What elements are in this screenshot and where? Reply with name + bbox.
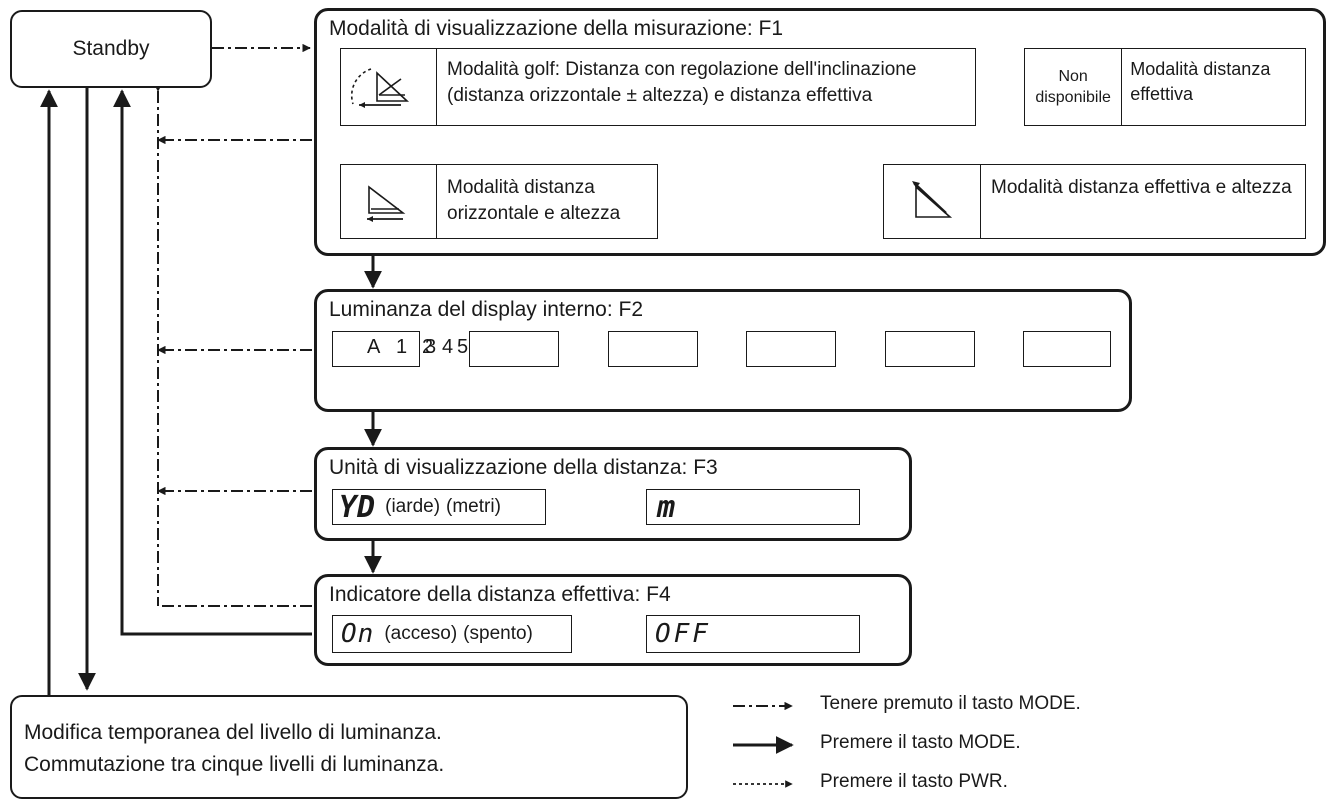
f2-level-box-3: 3: [425, 331, 836, 367]
actual-height-mode-box: Modalità distanza effettiva e altezza: [883, 164, 1306, 239]
legend-press-mode-label: Premere il tasto MODE.: [820, 732, 1021, 753]
f1-title: Modalità di visualizzazione della misura…: [329, 17, 784, 40]
f2-level-box-2: 2: [422, 331, 698, 367]
yard-symbol: YD: [339, 489, 376, 525]
unavailable-mode-box: Non disponibile Modalità distanza effett…: [1024, 48, 1306, 126]
f2-level-box-a: A: [332, 331, 420, 367]
off-symbol: OFF: [655, 619, 711, 649]
unavailable-badge: Non disponibile: [1025, 49, 1123, 125]
horizontal-height-mode-box: Modalità distanza orizzontale e altezza: [340, 164, 658, 239]
f3-title: Unità di visualizzazione della distanza:…: [329, 456, 718, 479]
f2-level-box-1: 1: [396, 331, 559, 367]
f2-level-box-5: 5: [457, 331, 1111, 367]
off-caption: (spento): [463, 623, 533, 644]
horizontal-distance-height-icon: [341, 165, 437, 238]
actual-distance-mode-text: Modalità distanza effettiva: [1130, 59, 1271, 104]
legend-press-pwr-label: Premere il tasto PWR.: [820, 771, 1008, 792]
f3-yard-box: YD (iarde) (metri): [332, 489, 546, 525]
meter-caption: (metri): [446, 496, 501, 517]
on-symbol: On: [341, 619, 375, 649]
f4-on-box: On (acceso) (spento): [332, 615, 572, 653]
brightness-temp-line2: Commutazione tra cinque livelli di lumin…: [24, 753, 445, 776]
legend-hold-mode: Tenere premuto il tasto MODE.: [820, 693, 1081, 715]
f4-off-box: OFF: [646, 615, 860, 653]
horizontal-height-mode-text: Modalità distanza orizzontale e altezza: [447, 177, 621, 224]
standby-box: Standby: [10, 10, 212, 88]
brightness-temp-line1: Modifica temporanea del livello di lumin…: [24, 721, 442, 744]
legend-hold-mode-label: Tenere premuto il tasto MODE.: [820, 693, 1081, 714]
brightness-temp-box: Modifica temporanea del livello di lumin…: [10, 695, 688, 799]
yard-caption: (iarde): [385, 496, 441, 517]
legend-press-pwr: Premere il tasto PWR.: [820, 771, 1008, 793]
f2-panel: Luminanza del display interno: F2: [314, 289, 1132, 412]
actual-distance-height-icon: [884, 165, 981, 238]
golf-icon: [341, 49, 437, 125]
f2-title: Luminanza del display interno: F2: [329, 298, 644, 321]
f4-title: Indicatore della distanza effettiva: F4: [329, 583, 671, 606]
legend-press-mode: Premere il tasto MODE.: [820, 732, 1021, 754]
golf-mode-text: Modalità golf: Distanza con regolazione …: [447, 59, 917, 106]
f4-to-standby-line: [113, 89, 312, 636]
standby-label: Standby: [72, 37, 150, 60]
on-caption: (acceso): [384, 623, 458, 644]
meter-symbol: m: [657, 489, 676, 525]
f2-level-box-4: 4: [442, 331, 975, 367]
f3-meter-box: m: [646, 489, 860, 525]
actual-height-mode-text: Modalità distanza effettiva e altezza: [991, 177, 1292, 198]
golf-mode-box: Modalità golf: Distanza con regolazione …: [340, 48, 976, 126]
